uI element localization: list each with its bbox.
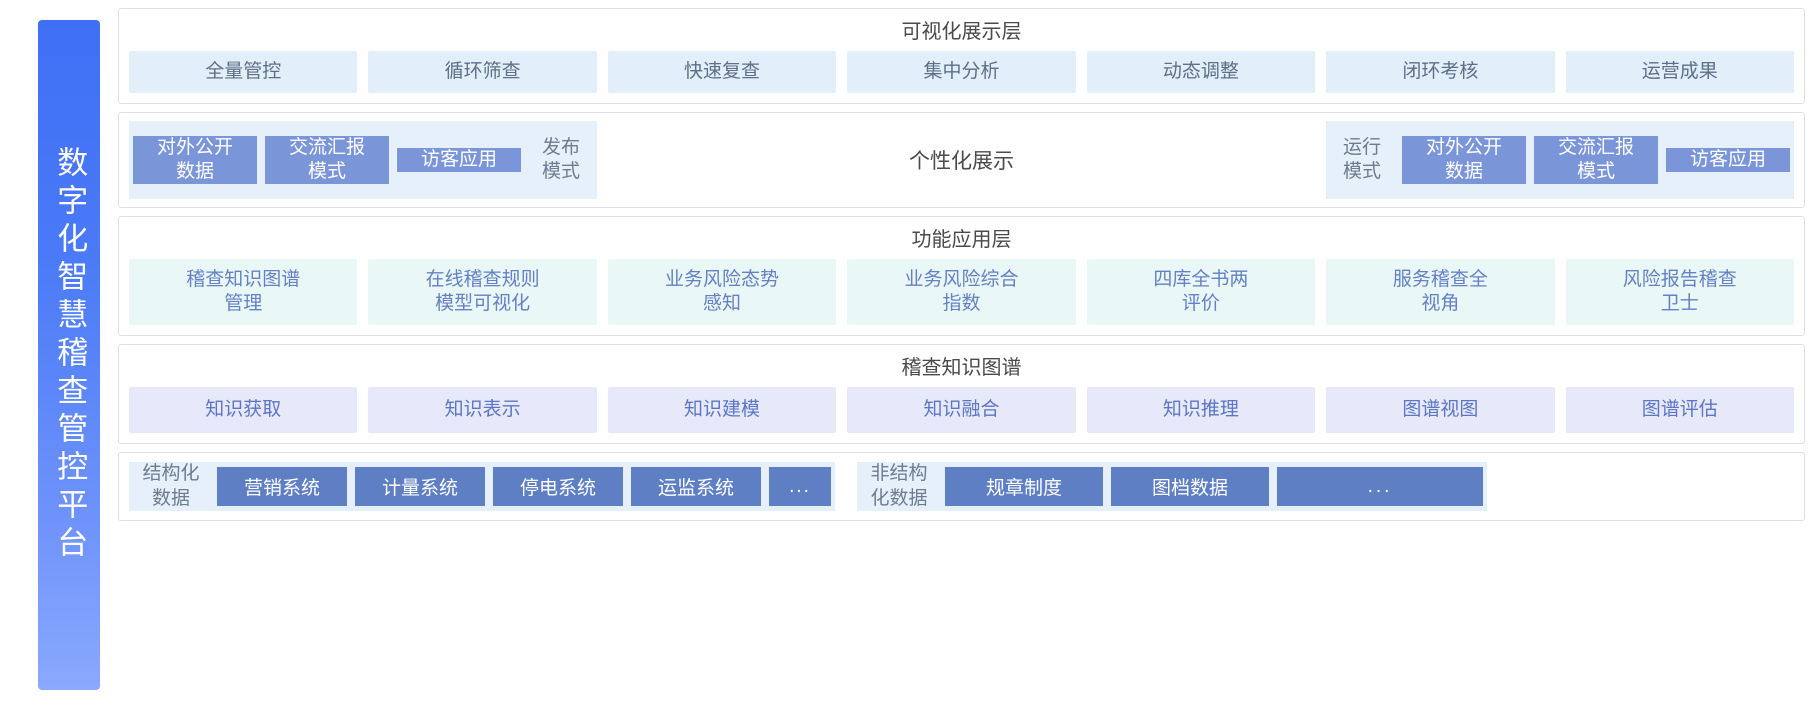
- layer-visualization-title: 可视化展示层: [901, 21, 1022, 43]
- layer-function: 功能应用层 稽查知识图谱 管理 在线稽查规则 模型可视化 业务风险态势 感知 业…: [118, 216, 1805, 336]
- mode-row: 对外公开 数据 交流汇报 模式 访客应用 发布 模式 个性化展示 运行 模式 对…: [129, 121, 1794, 199]
- data-box-marketing-system[interactable]: 营销系统: [217, 467, 347, 507]
- chip-knowledge[interactable]: 图谱视图: [1326, 387, 1555, 433]
- data-box-operation-monitor-system[interactable]: 运监系统: [631, 467, 761, 507]
- chip-visualization[interactable]: 循环筛查: [368, 51, 597, 93]
- chip-knowledge[interactable]: 图谱评估: [1565, 387, 1794, 433]
- chip-visualization[interactable]: 全量管控: [129, 51, 358, 93]
- unstructured-data-group: 非结构 化数据 规章制度 图档数据 ...: [857, 462, 1487, 512]
- chip-knowledge[interactable]: 知识表示: [368, 387, 597, 433]
- publish-mode-label: 发布 模式: [541, 137, 580, 182]
- mode-center-title: 个性化展示: [597, 121, 1326, 199]
- chip-knowledge[interactable]: 知识融合: [847, 387, 1076, 433]
- publish-box-public-data[interactable]: 对外公开 数据: [133, 136, 257, 184]
- chip-visualization[interactable]: 运营成果: [1565, 51, 1794, 93]
- layer-knowledge-chips: 知识获取 知识表示 知识建模 知识融合 知识推理 图谱视图 图谱评估: [129, 387, 1794, 433]
- chip-knowledge[interactable]: 知识推理: [1086, 387, 1316, 433]
- data-box-regulations[interactable]: 规章制度: [945, 467, 1103, 507]
- chip-visualization[interactable]: 动态调整: [1086, 51, 1316, 93]
- data-box-metering-system[interactable]: 计量系统: [355, 467, 485, 507]
- chip-function[interactable]: 在线稽查规则 模型可视化: [368, 259, 597, 325]
- chip-function[interactable]: 四库全书两 评价: [1086, 259, 1316, 325]
- layer-data-sources: 结构化 数据 营销系统 计量系统 停电系统 运监系统 ... 非结构 化数据 规…: [118, 452, 1805, 522]
- chip-function[interactable]: 服务稽查全 视角: [1326, 259, 1555, 325]
- publish-box-report-mode[interactable]: 交流汇报 模式: [265, 136, 389, 184]
- run-mode-label: 运行 模式: [1342, 137, 1381, 182]
- layer-stack: 可视化展示层 全量管控 循环筛查 快速复查 集中分析 动态调整 闭环考核 运营成…: [118, 8, 1805, 702]
- layer-function-chips: 稽查知识图谱 管理 在线稽查规则 模型可视化 业务风险态势 感知 业务风险综合 …: [129, 259, 1794, 325]
- structured-data-label: 结构化 数据: [142, 463, 200, 509]
- data-box-more-unstructured[interactable]: ...: [1277, 467, 1483, 507]
- chip-function[interactable]: 业务风险综合 指数: [847, 259, 1076, 325]
- run-box-visitor-app[interactable]: 访客应用: [1666, 148, 1790, 172]
- data-box-archive-data[interactable]: 图档数据: [1111, 467, 1269, 507]
- publish-box-visitor-app[interactable]: 访客应用: [397, 148, 521, 172]
- structured-data-group: 结构化 数据 营销系统 计量系统 停电系统 运监系统 ...: [129, 462, 835, 512]
- run-mode-group: 运行 模式 对外公开 数据 交流汇报 模式 访客应用: [1326, 121, 1794, 199]
- publish-mode-group: 对外公开 数据 交流汇报 模式 访客应用 发布 模式: [129, 121, 597, 199]
- data-box-outage-system[interactable]: 停电系统: [493, 467, 623, 507]
- platform-title: 数字化智慧稽查管控平台: [52, 146, 88, 564]
- unstructured-data-label: 非结构 化数据: [870, 463, 928, 509]
- chip-visualization[interactable]: 集中分析: [847, 51, 1076, 93]
- chip-knowledge[interactable]: 知识获取: [129, 387, 358, 433]
- chip-function[interactable]: 业务风险态势 感知: [607, 259, 837, 325]
- data-box-more-structured[interactable]: ...: [769, 467, 831, 507]
- platform-banner: 数字化智慧稽查管控平台: [38, 20, 100, 690]
- layer-visualization-chips: 全量管控 循环筛查 快速复查 集中分析 动态调整 闭环考核 运营成果: [129, 51, 1794, 93]
- chip-knowledge[interactable]: 知识建模: [607, 387, 837, 433]
- chip-visualization[interactable]: 快速复查: [607, 51, 837, 93]
- run-box-report-mode[interactable]: 交流汇报 模式: [1534, 136, 1658, 184]
- layer-visualization: 可视化展示层 全量管控 循环筛查 快速复查 集中分析 动态调整 闭环考核 运营成…: [118, 8, 1805, 104]
- layer-knowledge: 稽查知识图谱 知识获取 知识表示 知识建模 知识融合 知识推理 图谱视图 图谱评…: [118, 344, 1805, 444]
- chip-function[interactable]: 稽查知识图谱 管理: [129, 259, 358, 325]
- layer-function-title: 功能应用层: [911, 229, 1012, 251]
- chip-visualization[interactable]: 闭环考核: [1326, 51, 1555, 93]
- layer-knowledge-title: 稽查知识图谱: [901, 357, 1022, 379]
- layer-mode: 对外公开 数据 交流汇报 模式 访客应用 发布 模式 个性化展示 运行 模式 对…: [118, 112, 1805, 208]
- run-box-public-data[interactable]: 对外公开 数据: [1402, 136, 1526, 184]
- chip-function[interactable]: 风险报告稽查 卫士: [1565, 259, 1794, 325]
